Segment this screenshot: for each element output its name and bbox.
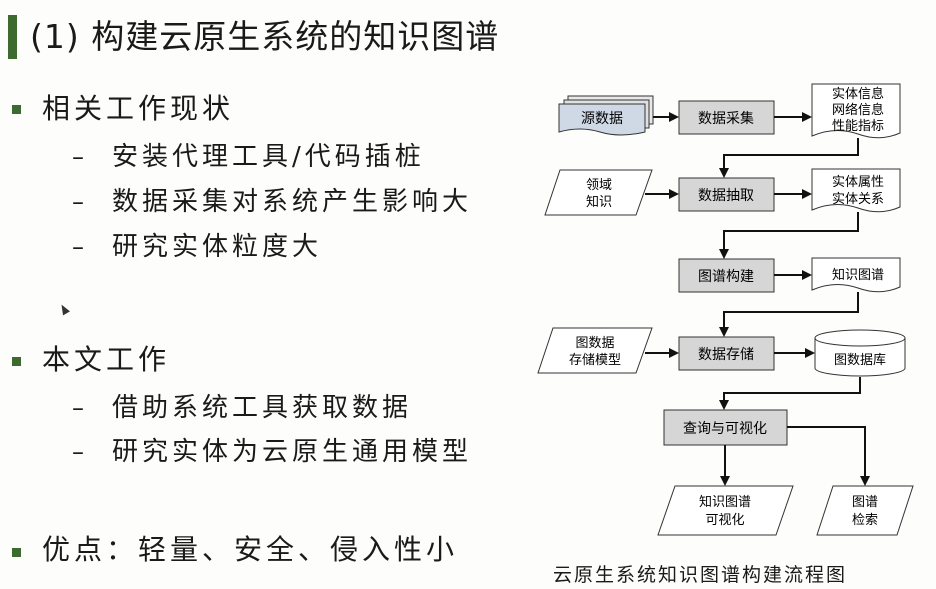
section-heading-related-work: 相关工作现状 (42, 92, 235, 125)
svg-text:实体属性: 实体属性 (832, 175, 884, 190)
store-node: 数据存储 (678, 336, 775, 371)
dash-marker: – (72, 233, 84, 261)
extract-node: 数据抽取 (678, 177, 775, 212)
svg-text:图谱: 图谱 (852, 495, 878, 510)
svg-text:图数据库: 图数据库 (834, 352, 886, 368)
svg-text:实体信息: 实体信息 (832, 86, 884, 102)
svg-text:领域: 领域 (586, 178, 612, 193)
title-accent-bar (8, 15, 17, 59)
build-label: 图谱构建 (698, 269, 754, 285)
storage-model-input: 图数据 存储模型 (537, 327, 653, 374)
domain-knowledge-input: 领域 知识 (544, 169, 653, 216)
kg-visualization-output: 知识图谱 可视化 (657, 485, 794, 536)
build-output-node: 知识图谱 (811, 257, 901, 293)
source-data-node: 源数据 (558, 95, 654, 136)
flow-arrows (645, 112, 870, 486)
dash-marker: – (72, 143, 84, 171)
svg-text:可视化: 可视化 (705, 513, 744, 528)
list-item: 借助系统工具获取数据 (112, 393, 413, 423)
collect-output-node: 实体信息 网络信息 性能指标 (811, 83, 901, 139)
page-title: (1) 构建云原生系统的知识图谱 (30, 17, 500, 56)
list-item: 数据采集对系统产生影响大 (112, 187, 473, 217)
svg-text:检索: 检索 (852, 513, 878, 528)
svg-text:实体关系: 实体关系 (832, 192, 884, 207)
svg-text:知识: 知识 (586, 194, 612, 210)
svg-text:知识图谱: 知识图谱 (699, 494, 751, 510)
graph-search-output: 图谱 检索 (816, 485, 914, 536)
store-label: 数据存储 (698, 347, 754, 363)
source-data-label: 源数据 (581, 111, 623, 127)
extract-output-node: 实体属性 实体关系 (811, 168, 901, 213)
dash-marker: – (72, 394, 84, 422)
svg-text:知识图谱: 知识图谱 (832, 267, 884, 283)
diagram-caption: 云原生系统知识图谱构建流程图 (553, 564, 848, 586)
bullet-marker (12, 105, 21, 114)
collect-label: 数据采集 (698, 110, 754, 127)
svg-text:性能指标: 性能指标 (832, 119, 884, 134)
build-node: 图谱构建 (678, 258, 775, 293)
query-node: 查询与可视化 (663, 409, 788, 446)
bullet-marker (12, 357, 21, 366)
bullet-marker (12, 548, 21, 557)
list-item: 研究实体为云原生通用模型 (112, 437, 473, 467)
svg-text:网络信息: 网络信息 (832, 102, 884, 118)
section-heading-advantages: 优点：轻量、安全、侵入性小 (42, 533, 459, 566)
graph-db-node: 图数据库 (814, 329, 906, 377)
section-heading-this-work: 本文工作 (42, 343, 171, 376)
collect-node: 数据采集 (678, 100, 775, 135)
list-item: 安装代理工具/代码插桩 (112, 142, 425, 172)
list-item: 研究实体粒度大 (112, 232, 323, 262)
svg-text:图数据: 图数据 (575, 336, 614, 351)
svg-text:存储模型: 存储模型 (569, 353, 621, 368)
dash-marker: – (72, 188, 84, 216)
dash-marker: – (72, 438, 84, 466)
query-label: 查询与可视化 (683, 421, 767, 437)
extract-label: 数据抽取 (698, 188, 754, 204)
